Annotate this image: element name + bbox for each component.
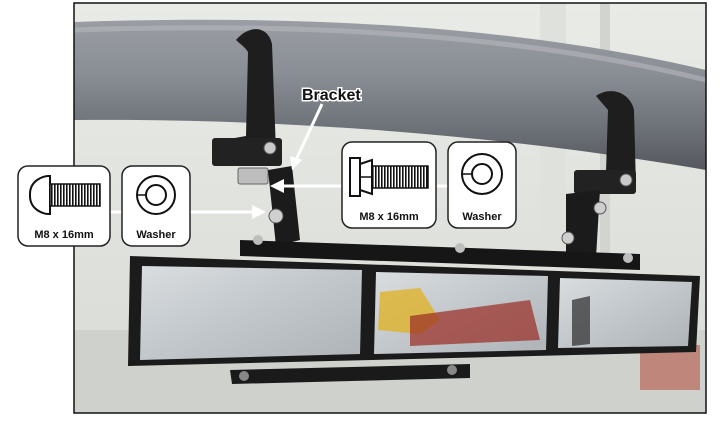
- left-bolt-callout: M8 x 16mm: [17, 165, 111, 247]
- rail-nut: [623, 253, 633, 263]
- callout-arrows: [110, 103, 448, 219]
- panoramic-mirror: [128, 256, 700, 384]
- bracket-label: Bracket: [302, 87, 361, 104]
- flange-bolt-icon: [29, 175, 101, 215]
- washer-icon: [136, 175, 176, 215]
- mounting-rail: [240, 240, 640, 270]
- photo: [73, 2, 707, 414]
- right-washer-label: Washer: [462, 211, 502, 223]
- washer-icon: [461, 153, 503, 195]
- roll-bar-tube: [74, 19, 706, 171]
- mirror-panel-right: [558, 278, 692, 348]
- bracket-leader-line: [294, 103, 324, 161]
- mirror-panel-left: [140, 266, 362, 360]
- right-bolt-label: M8 x 16mm: [359, 211, 419, 223]
- left-washer-callout: Washer: [121, 165, 191, 247]
- right-washer-callout: Washer: [447, 141, 517, 229]
- left-washer-label: Washer: [136, 229, 176, 241]
- right-clamp: [561, 91, 636, 262]
- mirror-bottom-hinge: [230, 364, 470, 384]
- right-bolt-callout: M8 x 16mm: [341, 141, 437, 229]
- rail-nut: [455, 243, 465, 253]
- flange-bolt-icon: [349, 157, 429, 197]
- rail-nut: [253, 235, 263, 245]
- left-bolt-label: M8 x 16mm: [34, 229, 94, 241]
